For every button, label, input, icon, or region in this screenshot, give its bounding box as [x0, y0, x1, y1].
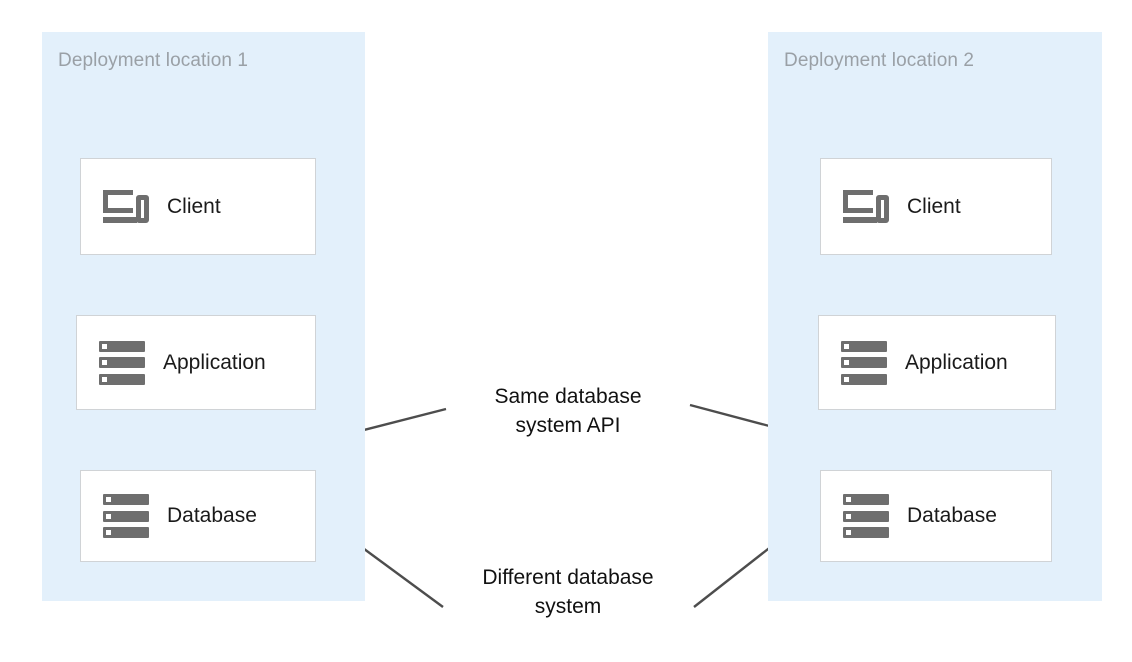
node-label-client-1: Client: [167, 194, 221, 218]
server-stack-icon: [103, 494, 149, 538]
deployment-location-2-title: Deployment location 2: [784, 50, 975, 71]
client-devices-icon: [103, 188, 149, 226]
node-database-location-2[interactable]: Database: [820, 470, 1052, 562]
server-stack-icon: [99, 340, 145, 385]
deployment-location-1-title: Deployment location 1: [58, 50, 249, 71]
node-client-location-2[interactable]: Client: [820, 158, 1052, 255]
client-devices-icon: [843, 188, 889, 226]
node-label-database-2: Database: [907, 504, 997, 527]
node-label-application-2: Application: [905, 350, 1008, 374]
annotation-same-database-system-api: Same database system API: [494, 385, 642, 437]
node-client-location-1[interactable]: Client: [80, 158, 316, 255]
node-label-database-1: Database: [167, 504, 257, 527]
server-stack-icon: [841, 340, 887, 385]
node-label-client-2: Client: [907, 194, 961, 218]
node-database-location-1[interactable]: Database: [80, 470, 316, 562]
server-stack-icon: [843, 494, 889, 538]
node-application-location-1[interactable]: Application: [76, 315, 316, 410]
node-label-application-1: Application: [163, 350, 266, 374]
annotation-different-database-system: Different database system: [482, 566, 654, 618]
node-application-location-2[interactable]: Application: [818, 315, 1056, 410]
